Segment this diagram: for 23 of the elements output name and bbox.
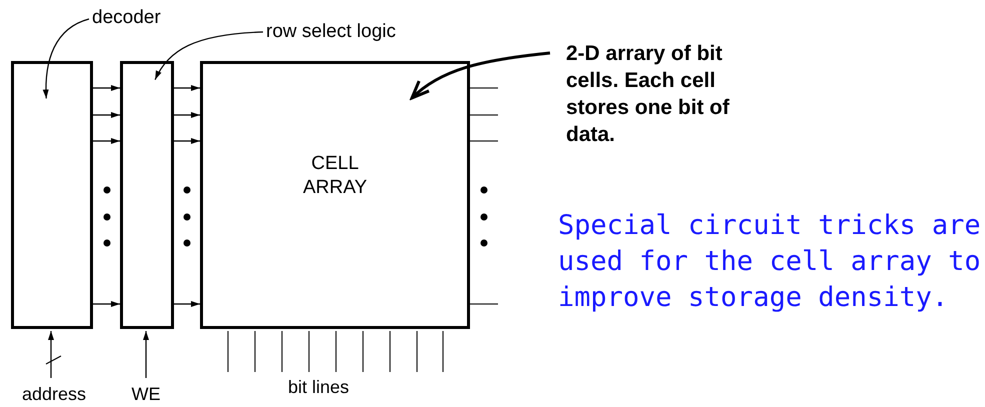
arrow xyxy=(143,331,149,378)
arrow xyxy=(93,85,120,91)
arrow xyxy=(174,112,200,118)
leader-line xyxy=(154,31,264,80)
callout-note: 2-D arrary of bit cells. Each cell stores one bit of data. xyxy=(566,40,771,152)
leader-line xyxy=(43,18,90,99)
signal-label: WE xyxy=(124,383,168,405)
cell-array-box: CELL ARRAY xyxy=(200,61,470,329)
arrow xyxy=(174,138,200,144)
leader-line xyxy=(410,52,550,100)
bit-lines-label: bit lines xyxy=(288,376,350,398)
note-text: Special circuit tricks are used for the cell array to improve storage density. xyxy=(558,209,982,315)
arrow xyxy=(48,331,54,378)
row-select-box xyxy=(120,61,174,329)
arrow xyxy=(174,301,200,307)
arrow xyxy=(174,85,200,91)
arrow xyxy=(93,112,120,118)
arrow xyxy=(93,301,120,307)
arrow xyxy=(93,138,120,144)
decoder-box xyxy=(11,61,93,329)
callout-label: decoder xyxy=(92,6,192,30)
signal-label: address xyxy=(8,383,100,405)
callout-label: row select logic xyxy=(266,20,451,44)
